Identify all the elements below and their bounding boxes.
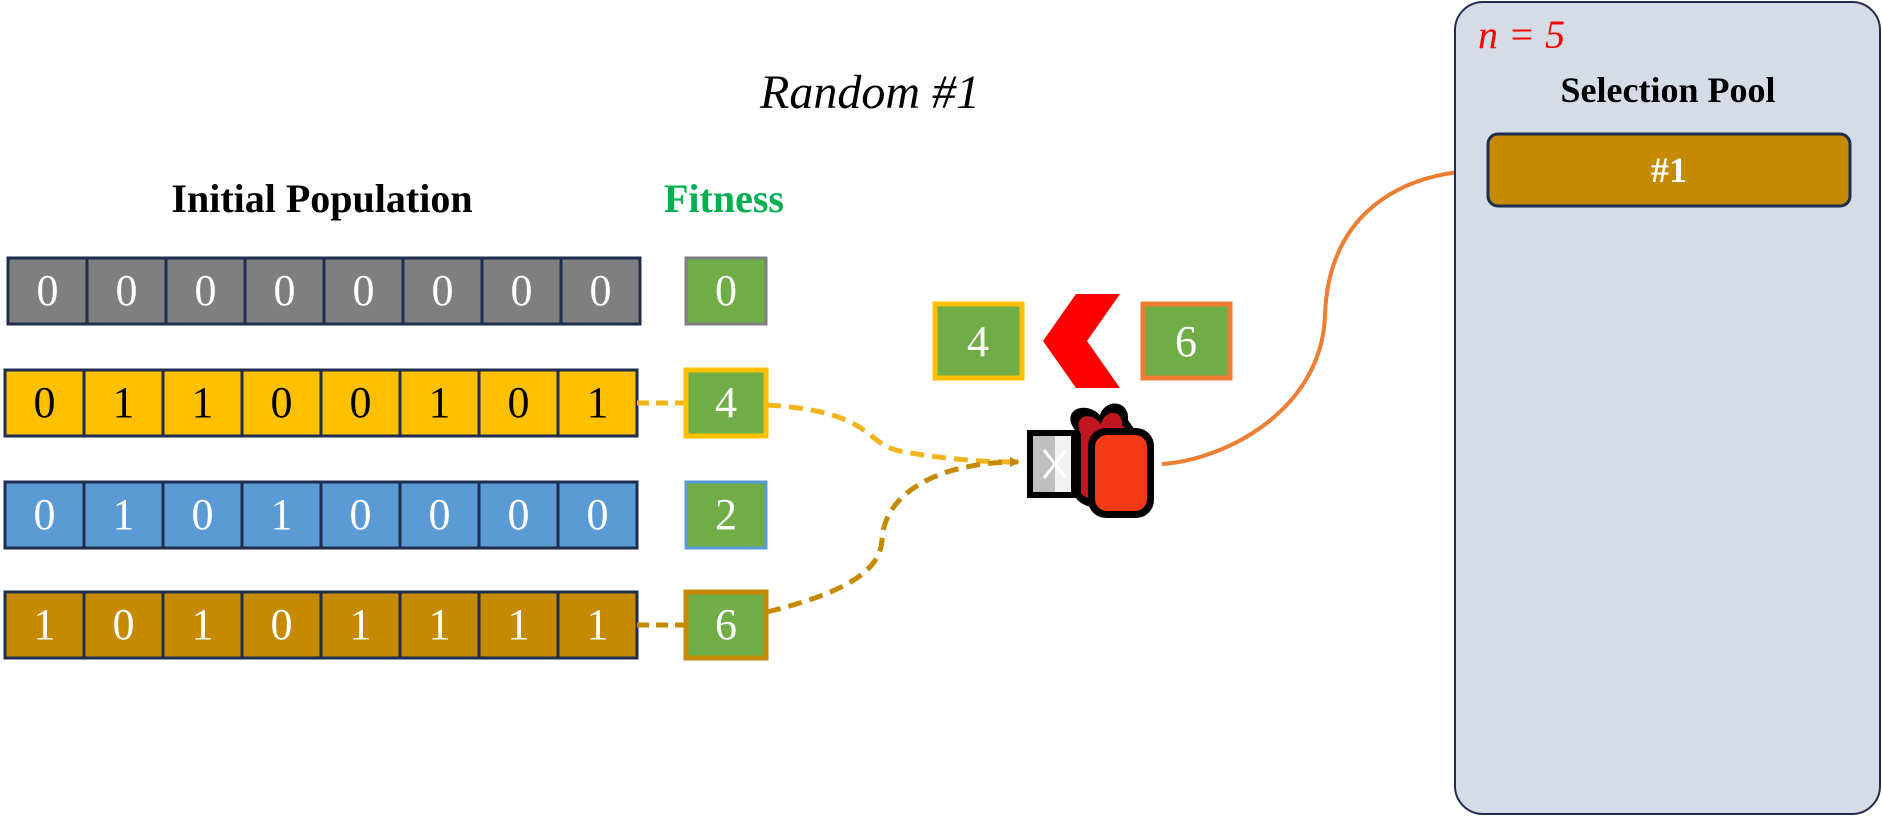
pool-size-label: n = 5 <box>1478 12 1565 57</box>
pool-heading: Selection Pool <box>1561 70 1776 110</box>
gene-value: 0 <box>274 266 296 315</box>
gene-value: 0 <box>271 378 293 427</box>
gene-value: 1 <box>587 378 609 427</box>
gene-value: 0 <box>350 378 372 427</box>
gene-cell <box>477 590 560 660</box>
fitness-box <box>684 480 768 550</box>
fitness-value: 6 <box>715 600 737 649</box>
gene-cell <box>82 480 165 550</box>
gene-cell <box>161 590 244 660</box>
gene-cell <box>319 480 402 550</box>
gene-cell <box>401 256 484 326</box>
fitness-value: 4 <box>715 378 737 427</box>
selected-to-pool-arrow <box>1161 164 1482 466</box>
population-row: 0 1 0 1 0 0 0 0 2 <box>3 480 768 550</box>
gene-value: 0 <box>590 266 612 315</box>
gene-value: 1 <box>113 490 135 539</box>
gene-value: 0 <box>508 378 530 427</box>
comparison-left-box <box>932 301 1025 381</box>
comparison-left-value: 4 <box>967 317 989 366</box>
fitness-box <box>683 589 769 661</box>
gene-value: 0 <box>113 600 135 649</box>
gene-value: 0 <box>587 490 609 539</box>
gene-cell <box>240 368 323 438</box>
population-heading: Initial Population <box>171 176 472 221</box>
gene-value: 0 <box>34 490 56 539</box>
diagram-title: Random #1 <box>759 66 980 119</box>
gene-cell <box>556 590 639 660</box>
gene-value: 1 <box>192 378 214 427</box>
comparison: 4 6 <box>932 294 1233 388</box>
population-row: 0 0 0 0 0 0 0 0 0 <box>6 256 768 326</box>
gene-value: 1 <box>429 600 451 649</box>
gene-cell <box>164 256 247 326</box>
comparison-right-box <box>1140 301 1233 381</box>
gene-cell <box>3 368 86 438</box>
gene-value: 0 <box>192 490 214 539</box>
fitness-box <box>684 256 768 326</box>
gene-value: 0 <box>116 266 138 315</box>
gene-value: 1 <box>350 600 372 649</box>
population-row: 1 0 1 0 1 1 1 1 6 <box>3 589 769 661</box>
gene-value: 0 <box>353 266 375 315</box>
gene-cell <box>319 368 402 438</box>
gene-cell <box>322 256 405 326</box>
gene-value: 0 <box>432 266 454 315</box>
fitness-heading: Fitness <box>664 176 784 221</box>
gene-value: 0 <box>34 378 56 427</box>
gene-cell <box>85 256 168 326</box>
gene-value: 1 <box>429 378 451 427</box>
pool-item-1-label: #1 <box>1651 150 1687 190</box>
gene-cell <box>559 256 642 326</box>
gene-value: 0 <box>511 266 533 315</box>
gene-cell <box>556 480 639 550</box>
gene-cell <box>3 480 86 550</box>
selection-pool-panel: n = 5 Selection Pool #1 <box>1454 1 1881 815</box>
population-rows: 0 0 0 0 0 0 0 0 0 0 1 1 0 0 1 0 1 4 0 1 0 1 0 0 0 0 2 1 0 1 0 1 1 1 1 6 <box>3 256 769 661</box>
comparison-right-value: 6 <box>1175 317 1197 366</box>
boxing-glove-icon <box>1027 403 1154 518</box>
pool-item-1 <box>1486 132 1852 208</box>
gene-value: 1 <box>34 600 56 649</box>
gene-cell <box>82 590 165 660</box>
connector-fitness-6 <box>766 457 1020 615</box>
gene-value: 0 <box>195 266 217 315</box>
fitness-value: 2 <box>715 490 737 539</box>
gene-value: 0 <box>429 490 451 539</box>
population-row: 0 1 1 0 0 1 0 1 4 <box>3 367 769 439</box>
gene-value: 0 <box>37 266 59 315</box>
gene-cell <box>161 480 244 550</box>
gene-value: 0 <box>271 600 293 649</box>
gene-value: 1 <box>113 378 135 427</box>
gene-cell <box>161 368 244 438</box>
connector-fitness-4 <box>766 402 1013 465</box>
gene-value: 0 <box>508 490 530 539</box>
gene-cell <box>6 256 89 326</box>
gene-cell <box>480 256 563 326</box>
gene-cell <box>556 368 639 438</box>
gene-cell <box>319 590 402 660</box>
fitness-box <box>683 367 769 439</box>
gene-value: 1 <box>587 600 609 649</box>
gene-value: 0 <box>350 490 372 539</box>
fitness-value: 0 <box>715 266 737 315</box>
less-than-chevron-icon <box>1043 294 1120 388</box>
gene-value: 1 <box>508 600 530 649</box>
gene-value: 1 <box>192 600 214 649</box>
gene-value: 1 <box>271 490 293 539</box>
gene-cell <box>3 590 86 660</box>
gene-cell <box>477 368 560 438</box>
